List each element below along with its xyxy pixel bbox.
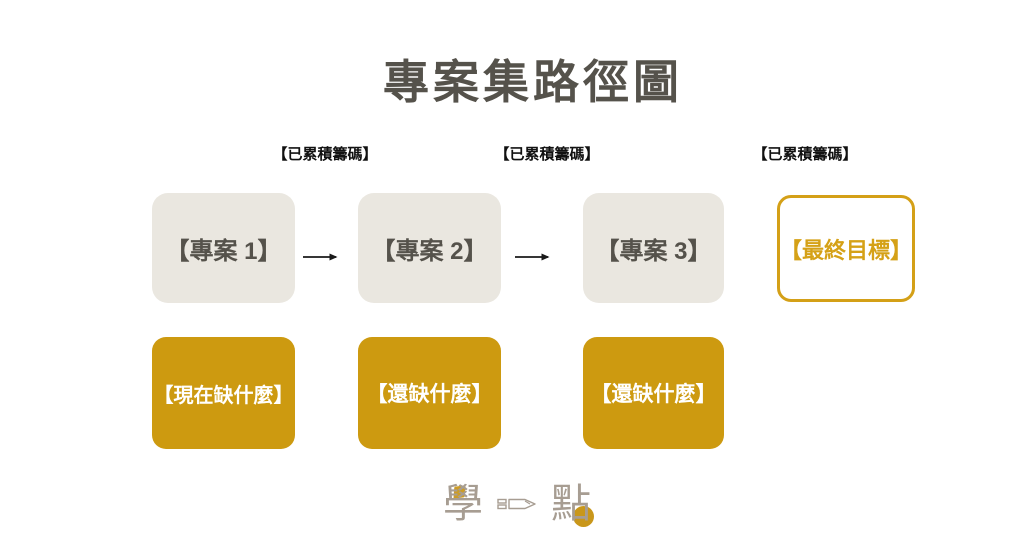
page-title: 專案集路徑圖 bbox=[383, 56, 683, 108]
gap-1-label: 【現在缺什麼】 bbox=[153, 384, 294, 407]
logo-left-glyph: 學 bbox=[443, 482, 483, 526]
gap-2-label: 【還缺什麼】 bbox=[366, 383, 493, 406]
logo-left-char: 學 bbox=[443, 482, 483, 526]
logo-right-glyph: 點 bbox=[551, 482, 591, 526]
project-1-box: 【專案 1】 bbox=[152, 193, 295, 303]
project-3-box: 【專案 3】 bbox=[583, 193, 724, 303]
project-2-box: 【專案 2】 bbox=[358, 193, 501, 303]
project-2-label: 【專案 2】 bbox=[371, 237, 488, 265]
final-goal-box: 【最終目標】 bbox=[777, 195, 915, 302]
final-goal-label: 【最終目標】 bbox=[780, 237, 913, 263]
project-1-label: 【專案 1】 bbox=[165, 237, 282, 265]
logo-right-char: 點 bbox=[551, 482, 594, 527]
gap-1-box: 【現在缺什麼】 bbox=[152, 337, 295, 449]
project-3-label: 【專案 3】 bbox=[595, 237, 712, 265]
brand-logo: 學 點 bbox=[443, 482, 594, 527]
gold-dot bbox=[573, 506, 594, 527]
accumulated-chips-label-3: 【已累積籌碼】 bbox=[752, 146, 858, 163]
gap-3-box: 【還缺什麼】 bbox=[583, 337, 724, 449]
accumulated-chips-label-1: 【已累積籌碼】 bbox=[272, 146, 378, 163]
pen-icon bbox=[497, 496, 537, 512]
accumulated-chips-label-2: 【已累積籌碼】 bbox=[494, 146, 600, 163]
gap-2-box: 【還缺什麼】 bbox=[358, 337, 501, 449]
gap-3-label: 【還缺什麼】 bbox=[590, 383, 717, 406]
